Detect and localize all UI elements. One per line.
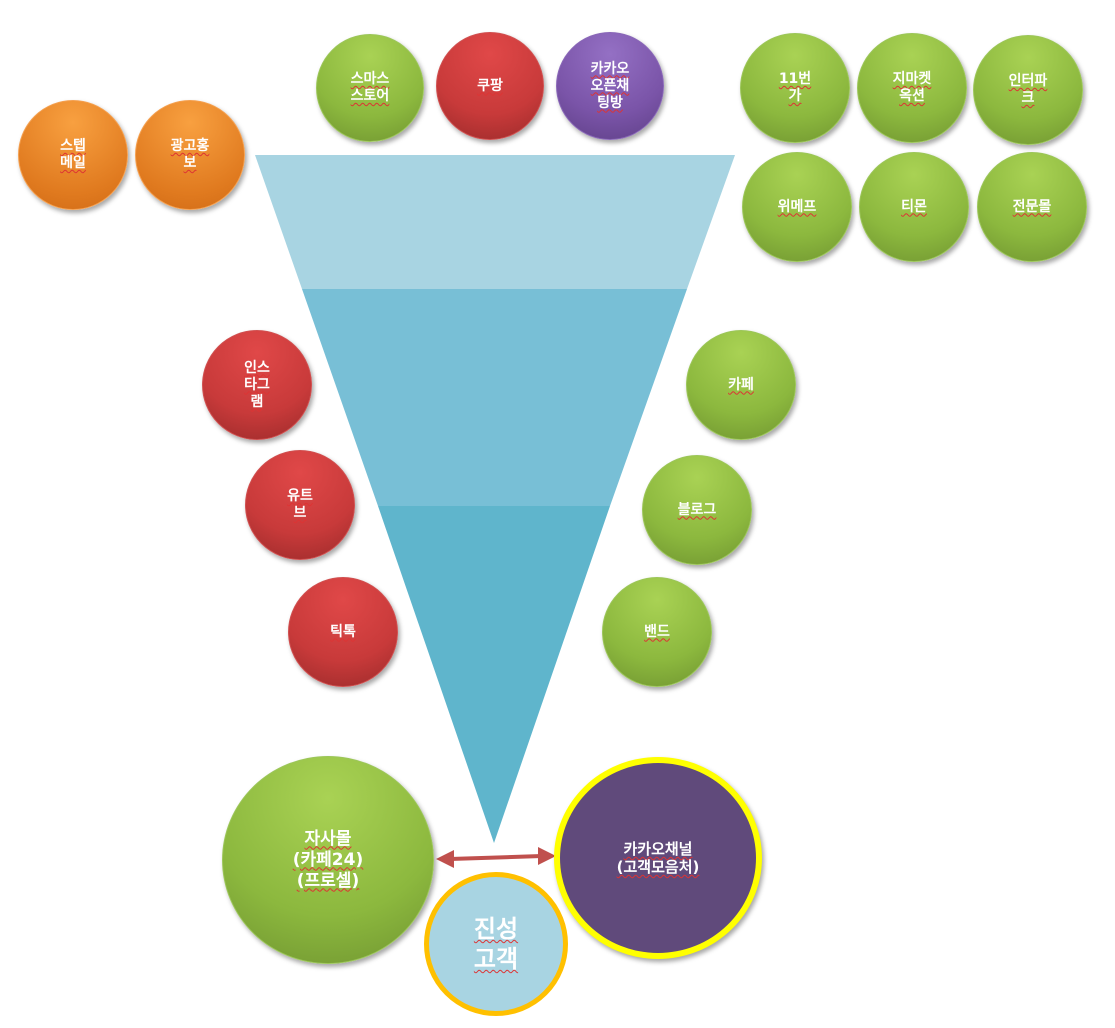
node-tiktok: 틱톡 <box>288 577 398 687</box>
double-arrow <box>436 847 556 868</box>
node-coupang: 쿠팡 <box>436 32 544 140</box>
funnel-bottom-band <box>378 506 610 843</box>
node-instagram: 인스 타그 램 <box>202 330 312 440</box>
node-interpark: 인터파 크 <box>973 35 1083 145</box>
node-11st: 11번 가 <box>740 33 850 143</box>
node-step-mail: 스텝 메일 <box>18 100 128 210</box>
node-own-mall: 자사몰 (카페24) (프로셀) <box>222 756 434 964</box>
node-ad-promo: 광고홍 보 <box>135 100 245 210</box>
node-loyal-customer: 진성 고객 <box>424 872 568 1016</box>
node-kakao-openchat: 카카오 오픈채 팅방 <box>556 32 664 140</box>
node-kakao-channel: 카카오채널 (고객모음처) <box>554 757 762 959</box>
node-cafe: 카페 <box>686 330 796 440</box>
node-gmarket-auction: 지마켓 옥션 <box>857 33 967 143</box>
node-wemakeprice: 위메프 <box>742 152 852 262</box>
node-blog: 블로그 <box>642 455 752 565</box>
node-youtube: 유트 브 <box>245 450 355 560</box>
node-specialty-mall: 전문몰 <box>977 152 1087 262</box>
funnel-top-band <box>255 155 735 289</box>
node-band: 밴드 <box>602 577 712 687</box>
funnel-middle-band <box>302 289 687 506</box>
node-tmon: 티몬 <box>859 152 969 262</box>
node-smartstore: 스마스 스토어 <box>316 34 424 142</box>
